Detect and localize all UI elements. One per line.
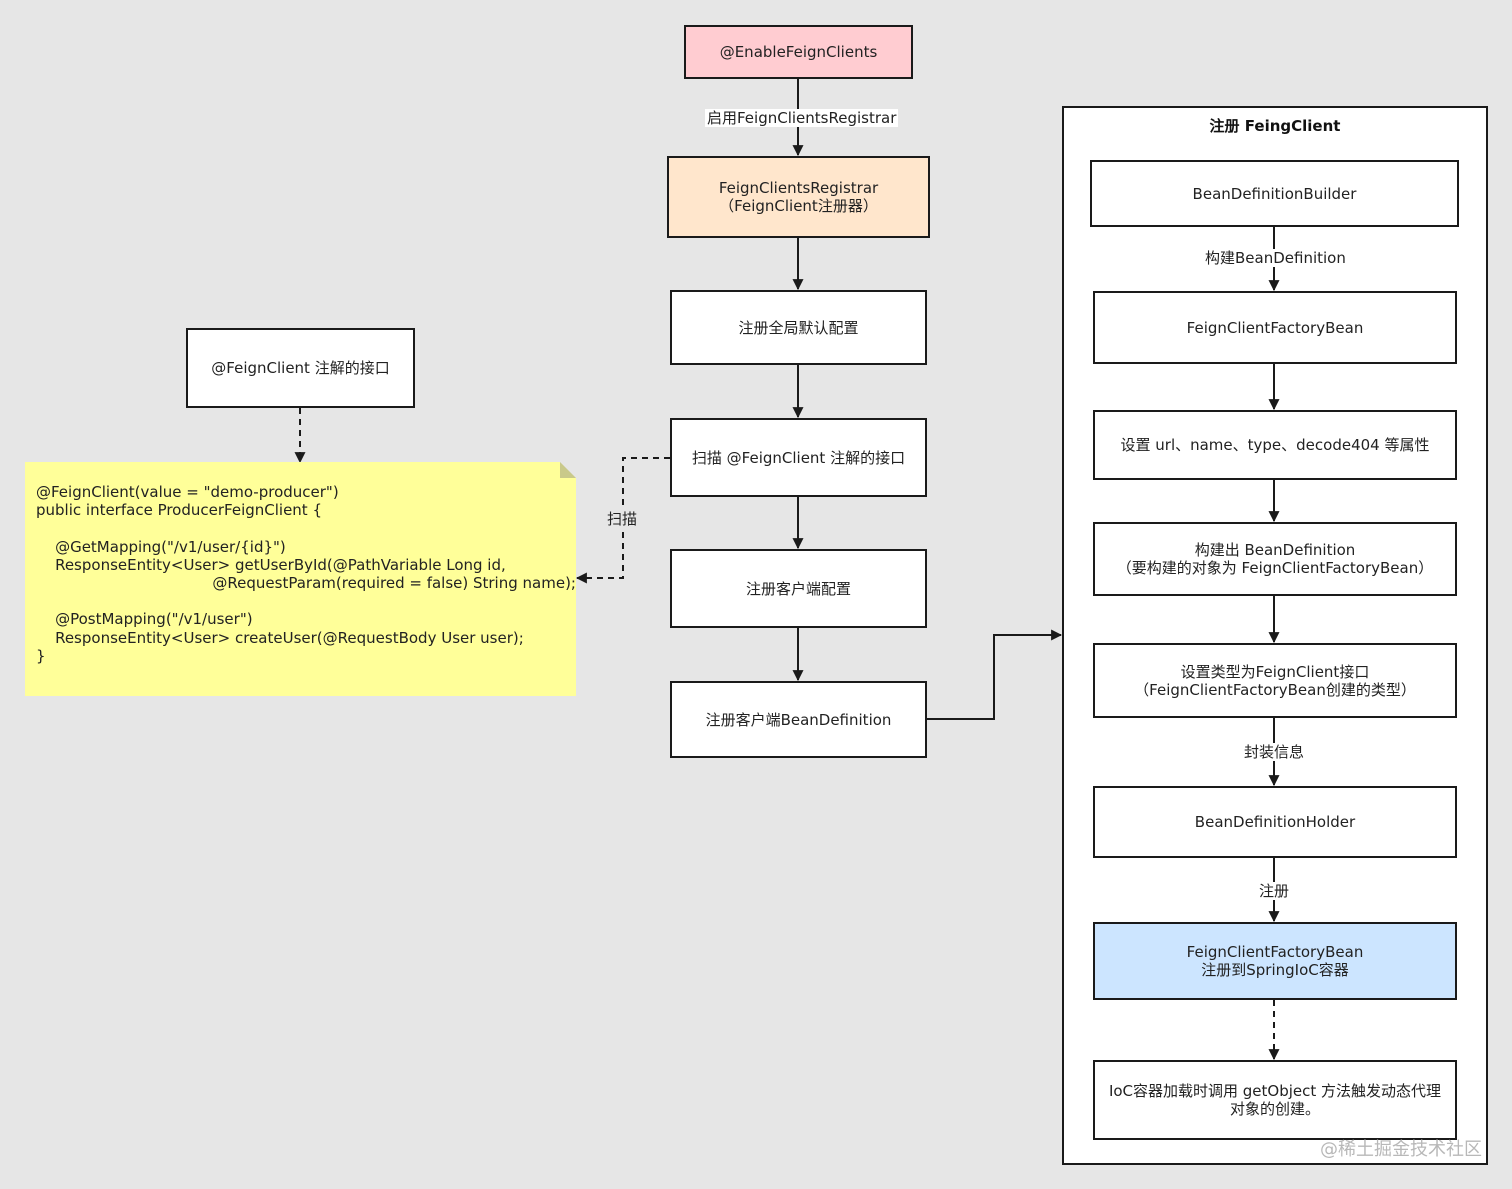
note-line: } bbox=[36, 646, 46, 665]
note-line: @RequestParam(required = false) String n… bbox=[36, 573, 576, 592]
enable-feignclients-node: @EnableFeignClients bbox=[684, 25, 913, 79]
register-ioc-node: FeignClientFactoryBean 注册到SpringIoC容器 bbox=[1093, 922, 1457, 1000]
edge-label-wrap-info: 封装信息 bbox=[1242, 743, 1307, 761]
feignclientfactorybean-node: FeignClientFactoryBean bbox=[1093, 291, 1457, 364]
edge-scan-to-note bbox=[575, 457, 670, 584]
note-line: @GetMapping("/v1/user/{id}") bbox=[36, 537, 286, 556]
note-line: public interface ProducerFeignClient { bbox=[36, 501, 323, 520]
register-client-config-node: 注册客户端配置 bbox=[670, 549, 927, 628]
register-global-config-node: 注册全局默认配置 bbox=[670, 290, 927, 365]
getobject-node: IoC容器加载时调用 getObject 方法触发动态代理 对象的创建。 bbox=[1093, 1060, 1457, 1140]
beandefinitionbuilder-node: BeanDefinitionBuilder bbox=[1090, 160, 1459, 227]
scan-interfaces-node: 扫描 @FeignClient 注解的接口 bbox=[670, 418, 927, 497]
code-note: @FeignClient(value = "demo-producer") pu… bbox=[25, 462, 576, 696]
note-line: @FeignClient(value = "demo-producer") bbox=[36, 483, 339, 501]
feignclients-registrar-node: FeignClientsRegistrar （FeignClient注册器） bbox=[667, 156, 930, 238]
beandefinitionholder-node: BeanDefinitionHolder bbox=[1093, 786, 1457, 858]
set-type-node: 设置类型为FeignClient接口 （FeignClientFactoryBe… bbox=[1093, 643, 1457, 718]
built-beandefinition-node: 构建出 BeanDefinition （要构建的对象为 FeignClientF… bbox=[1093, 522, 1457, 596]
register-client-beandefinition-node: 注册客户端BeanDefinition bbox=[670, 681, 927, 758]
note-line: @PostMapping("/v1/user") bbox=[36, 610, 253, 629]
edge-label-scan: 扫描 bbox=[605, 510, 640, 528]
annotated-interface-node: @FeignClient 注解的接口 bbox=[186, 328, 415, 408]
group-title: 注册 FeingClient bbox=[1209, 117, 1341, 135]
note-line: ResponseEntity<User> getUserById(@PathVa… bbox=[36, 555, 506, 574]
edge-label-build-beandefinition: 构建BeanDefinition bbox=[1203, 249, 1348, 267]
edge-clientbd-to-group bbox=[927, 629, 1063, 720]
set-properties-node: 设置 url、name、type、decode404 等属性 bbox=[1093, 410, 1457, 480]
note-line: ResponseEntity<User> createUser(@Request… bbox=[36, 628, 524, 647]
edge-label-enable-registrar: 启用FeignClientsRegistrar bbox=[705, 109, 899, 127]
watermark: @稀土掘金技术社区 bbox=[1320, 1139, 1482, 1160]
edge-label-register: 注册 bbox=[1257, 882, 1292, 900]
note-line bbox=[36, 592, 566, 610]
note-fold-corner bbox=[560, 462, 576, 478]
note-line bbox=[36, 519, 566, 537]
